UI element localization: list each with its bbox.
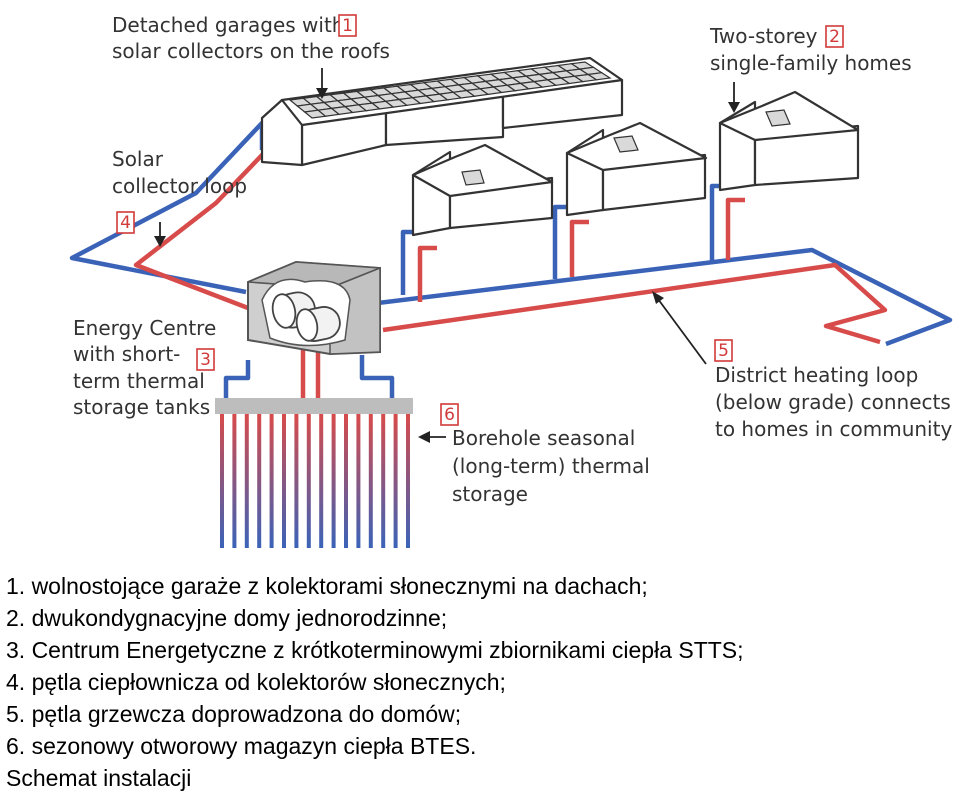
leader-arrows: [154, 68, 740, 443]
callout-box-5: [714, 339, 733, 362]
label-borehole-line1: Borehole seasonal: [452, 426, 635, 450]
label-homes: Two-storey single-family homes 2: [709, 24, 912, 75]
callout-number-2: 2: [829, 27, 840, 47]
label-garages-line1: Detached garages with: [112, 13, 344, 37]
label-homes-line1: Two-storey: [709, 24, 818, 48]
garages: [260, 56, 624, 167]
borehole-field: [215, 398, 413, 548]
borehole-pipe: [269, 414, 274, 548]
label-district-loop: 5 District heating loop (below grade) co…: [714, 339, 952, 441]
centre-borehole-pipes: [223, 350, 395, 398]
callout-box-1: [338, 14, 357, 37]
borehole-pipe: [294, 414, 299, 548]
borehole-pipe: [257, 414, 262, 548]
callout-number-3: 3: [200, 350, 211, 370]
label-loop-line1: Solar: [112, 147, 164, 171]
borehole-pipe: [331, 414, 336, 548]
label-loop-line2: collector loop: [112, 174, 247, 198]
label-centre-line3: term thermal: [73, 369, 205, 393]
borehole-pipe: [381, 414, 386, 548]
borehole-manifold: [215, 398, 413, 414]
label-garages-line2: solar collectors on the roofs: [112, 39, 390, 63]
label-centre-line2: with short-: [73, 342, 180, 366]
label-centre-line4: storage tanks: [73, 395, 210, 419]
callout-box-2: [825, 25, 844, 48]
house-2: [565, 121, 708, 217]
label-borehole: 6 Borehole seasonal (long-term) thermal …: [440, 403, 650, 506]
legend-item-3: 3. Centrum Energetyczne z krótkoterminow…: [6, 637, 744, 663]
label-borehole-line2: (long-term) thermal: [452, 454, 650, 478]
label-borehole-line3: storage: [452, 482, 528, 506]
legend-item-2: 2. dwukondygnacyjne domy jednorodzinne;: [6, 605, 448, 631]
label-centre-line1: Energy Centre: [73, 316, 216, 340]
solar-panel: [586, 72, 612, 81]
legend-item-6: 6. sezonowy otworowy magazyn ciepła BTES…: [6, 733, 477, 759]
district-heating-loop-pipes: [377, 183, 953, 347]
solar-panels: [288, 61, 612, 119]
label-homes-line2: single-family homes: [710, 51, 912, 75]
label-energy-centre: Energy Centre with short- term thermal s…: [73, 316, 216, 419]
legend-item-4: 4. pętla ciepłownicza od kolektorów słon…: [6, 669, 506, 695]
house-3: [718, 90, 860, 192]
label-district-line3: to homes in community: [715, 417, 952, 441]
callout-box-6: [440, 403, 459, 426]
callout-number-4: 4: [120, 213, 131, 233]
storage-tank-2: [295, 306, 341, 342]
borehole-pipe: [220, 414, 224, 548]
borehole-pipe: [393, 414, 398, 548]
callout-number-6: 6: [444, 405, 455, 425]
borehole-pipe: [368, 414, 373, 548]
callout-number-5: 5: [718, 341, 729, 361]
legend-item-1: 1. wolnostojące garaże z kolektorami sło…: [6, 573, 648, 599]
borehole-pipe: [282, 414, 286, 548]
borehole-pipe: [306, 414, 311, 548]
label-garages: Detached garages with solar collectors o…: [112, 13, 390, 63]
borehole-pipe: [244, 414, 249, 548]
legend: 1. wolnostojące garaże z kolektorami sło…: [6, 570, 956, 794]
label-solar-loop: Solar collector loop 4: [112, 147, 247, 234]
borehole-pipe: [319, 414, 324, 548]
heating-system-diagram: Detached garages with solar collectors o…: [69, 13, 953, 548]
borehole-pipe: [232, 414, 237, 548]
house-1: [411, 143, 554, 237]
borehole-pipe: [356, 414, 361, 548]
caption: Schemat instalacji: [6, 765, 192, 791]
label-district-line1: District heating loop: [715, 363, 918, 387]
borehole-pipes: [220, 414, 410, 548]
legend-item-5: 5. pętla grzewcza doprowadzona do domów;: [6, 701, 462, 727]
borehole-pipe: [344, 414, 348, 548]
callout-box-3: [196, 348, 215, 371]
callout-number-1: 1: [342, 16, 353, 36]
callout-box-4: [116, 211, 135, 234]
energy-centre: [247, 260, 381, 356]
borehole-pipe: [406, 414, 410, 548]
label-district-line2: (below grade) connects: [715, 390, 951, 414]
